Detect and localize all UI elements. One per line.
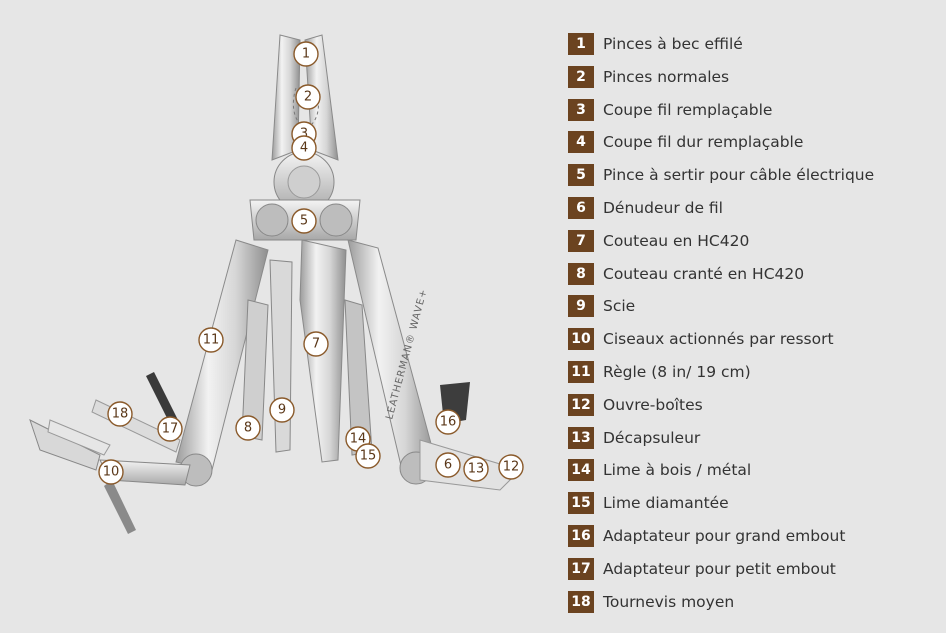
legend-label: Adaptateur pour grand embout — [603, 526, 846, 545]
legend-label: Pince à sertir pour câble électrique — [603, 166, 875, 185]
callout-16: 16 — [435, 409, 461, 435]
callout-1: 1 — [293, 41, 319, 67]
callout-8: 8 — [235, 415, 261, 441]
svg-text:9: 9 — [278, 403, 286, 418]
callout-9: 9 — [269, 397, 295, 423]
svg-text:15: 15 — [360, 449, 377, 464]
scissors — [29, 419, 191, 534]
legend-label: Pinces normales — [603, 67, 730, 86]
callout-12: 12 — [498, 454, 524, 480]
svg-text:16: 16 — [440, 415, 457, 430]
svg-text:7: 7 — [312, 337, 320, 352]
legend-item-1: 1 Pinces à bec effilé — [568, 33, 874, 55]
svg-text:10: 10 — [103, 465, 120, 480]
legend-item-18: 18 Tournevis moyen — [568, 590, 874, 613]
legend-label: Décapsuleur — [603, 428, 701, 447]
callout-11: 11 — [198, 327, 224, 353]
callout-17: 17 — [157, 416, 183, 442]
legend-item-16: 16 Adaptateur pour grand embout — [568, 524, 874, 547]
legend-item-14: 14 Lime à bois / métal — [568, 459, 874, 482]
legend-label: Lime diamantée — [603, 494, 729, 513]
legend-item-7: 7 Couteau en HC420 — [568, 229, 874, 252]
number-badge: 10 — [568, 328, 594, 351]
legend-item-5: 5 Pince à sertir pour câble électrique — [568, 164, 875, 187]
legend-item-6: 6 Dénudeur de fil — [568, 196, 874, 219]
legend-item-17: 17 Adaptateur pour petit embout — [568, 557, 874, 580]
legend-item-11: 11 Règle (8 in/ 19 cm) — [568, 360, 874, 383]
legend-label: Ciseaux actionnés par ressort — [603, 330, 834, 349]
number-badge: 18 — [568, 590, 594, 613]
svg-text:14: 14 — [350, 432, 367, 447]
number-badge: 11 — [568, 360, 594, 383]
legend-item-15: 15 Lime diamantée — [568, 492, 874, 515]
svg-text:12: 12 — [503, 460, 520, 475]
legend-item-4: 4 Coupe fil dur remplaçable — [568, 131, 874, 154]
number-badge: 16 — [568, 524, 594, 547]
number-badge: 14 — [568, 459, 594, 482]
number-badge: 15 — [568, 492, 594, 515]
number-badge: 13 — [568, 426, 594, 449]
callout-15: 15 — [355, 443, 381, 469]
legend-label: Couteau en HC420 — [603, 231, 750, 250]
legend-label: Pinces à bec effilé — [603, 35, 743, 53]
legend-item-3: 3 Coupe fil remplaçable — [568, 98, 874, 121]
legend-label: Coupe fil remplaçable — [603, 100, 773, 119]
legend-item-10: 10 Ciseaux actionnés par ressort — [568, 328, 874, 351]
svg-text:11: 11 — [203, 333, 220, 348]
legend-item-12: 12 Ouvre-boîtes — [568, 393, 874, 416]
svg-text:4: 4 — [300, 141, 308, 156]
legend-label: Lime à bois / métal — [603, 461, 752, 480]
left-handle — [175, 239, 269, 487]
number-badge: 4 — [568, 131, 594, 154]
callout-13: 13 — [463, 456, 489, 482]
number-badge: 12 — [568, 393, 594, 416]
number-badge: 8 — [568, 262, 594, 285]
legend-label: Coupe fil dur remplaçable — [603, 133, 804, 152]
callout-6: 6 — [435, 452, 461, 478]
number-badge: 9 — [568, 295, 594, 318]
legend-label: Tournevis moyen — [603, 592, 735, 611]
svg-text:2: 2 — [304, 90, 312, 105]
svg-text:3: 3 — [300, 127, 308, 142]
callout-7: 7 — [303, 331, 329, 357]
number-badge: 1 — [568, 33, 594, 55]
svg-text:6: 6 — [444, 458, 452, 473]
legend-item-13: 13 Décapsuleur — [568, 426, 874, 449]
callouts: 1 2 3 4 5 6 7 8 9 10 11 12 13 14 15 16 1… — [98, 41, 524, 485]
number-badge: 6 — [568, 196, 594, 219]
pliers-pivot — [273, 151, 335, 213]
number-badge: 5 — [568, 164, 594, 187]
svg-text:13: 13 — [468, 462, 485, 477]
legend-label: Dénudeur de fil — [603, 198, 723, 217]
svg-text:5: 5 — [300, 214, 308, 229]
callout-4: 4 — [291, 135, 317, 161]
number-badge: 3 — [568, 98, 594, 121]
legend-item-8: 8 Couteau cranté en HC420 — [568, 262, 874, 285]
legend-label: Couteau cranté en HC420 — [603, 264, 805, 283]
callout-18: 18 — [107, 401, 133, 427]
callout-5: 5 — [291, 208, 317, 234]
svg-text:18: 18 — [112, 407, 129, 422]
number-badge: 2 — [568, 65, 594, 88]
legend-label: Adaptateur pour petit embout — [603, 559, 836, 578]
callout-10: 10 — [98, 459, 124, 485]
number-badge: 17 — [568, 557, 594, 580]
legend-item-2: 2 Pinces normales — [568, 65, 874, 88]
svg-text:17: 17 — [162, 422, 179, 437]
legend-item-9: 9 Scie — [568, 295, 874, 318]
legend-label: Scie — [603, 297, 636, 316]
svg-text:8: 8 — [244, 421, 252, 436]
legend-label: Règle (8 in/ 19 cm) — [603, 362, 751, 381]
callout-2: 2 — [295, 84, 321, 110]
legend-label: Ouvre-boîtes — [603, 395, 703, 414]
svg-text:1: 1 — [302, 47, 310, 62]
number-badge: 7 — [568, 229, 594, 252]
